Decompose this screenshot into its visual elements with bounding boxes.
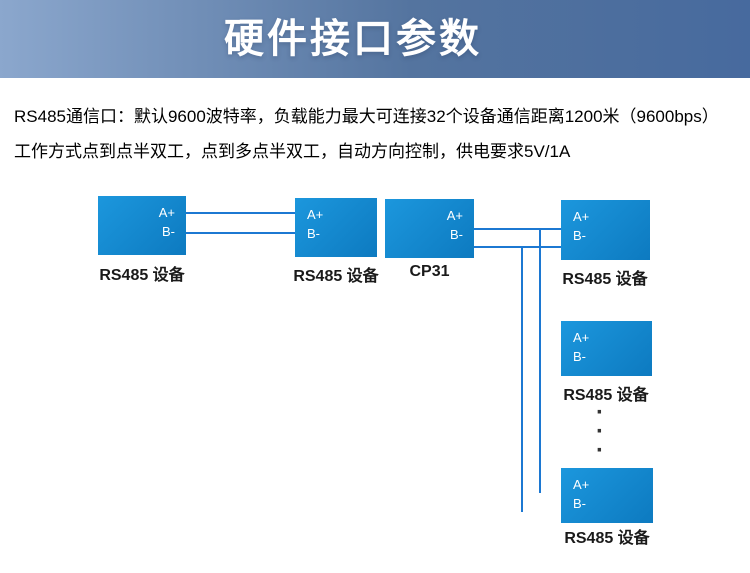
rs485-device-3-box: A+ B- [561,200,650,260]
wire-a-1 [186,212,295,214]
pin-b-label: B- [573,349,586,364]
rs485-device-2-box: A+ B- [295,198,377,257]
pin-b-label: B- [307,226,320,241]
pin-a-label: A+ [307,207,324,222]
pin-b-label: B- [573,496,586,511]
rs485-device-2-label: RS485 设备 [293,268,379,285]
ellipsis-dot: · [596,437,604,464]
page-title: 硬件接口参数 [224,17,482,61]
cp31-box: A+ B- [385,199,474,258]
description-line-2: 工作方式点到点半双工，点到多点半双工，自动方向控制，供电要求5V/1A [14,142,571,161]
ellipsis-dot: · [596,418,604,445]
rs485-device-1-label: RS485 设备 [99,267,185,284]
ellipsis-dots: · · · [590,399,610,464]
header-banner: 硬件接口参数 [0,0,750,78]
rs485-device-4-label: RS485 设备 [563,387,649,404]
wire-a-2 [474,228,562,230]
rs485-device-3-label: RS485 设备 [562,271,648,288]
wire-b-2 [474,246,562,248]
pin-a-label: A+ [573,477,590,492]
description: RS485通信口：默认9600波特率，负载能力最大可连接32个设备通信距离120… [14,99,744,169]
pin-a-label: A+ [573,209,590,224]
bus-wire-b-vertical [521,246,523,512]
rs485-device-4-box: A+ B- [561,321,652,376]
pin-a-label: A+ [573,330,590,345]
pin-a-label: A+ [158,205,175,220]
ellipsis-dot: · [596,399,604,426]
rs485-device-5-box: A+ B- [561,468,653,523]
pin-b-label: B- [162,224,175,239]
pin-b-label: B- [573,228,586,243]
bus-wire-a-vertical [539,228,541,493]
pin-a-label: A+ [446,208,463,223]
pin-b-label: B- [450,227,463,242]
cp31-label: CP31 [409,263,450,280]
description-line-1: RS485通信口：默认9600波特率，负载能力最大可连接32个设备通信距离120… [14,107,719,126]
rs485-device-1-box: A+ B- [98,196,186,255]
wire-b-1 [186,232,295,234]
rs485-device-5-label: RS485 设备 [564,530,650,547]
